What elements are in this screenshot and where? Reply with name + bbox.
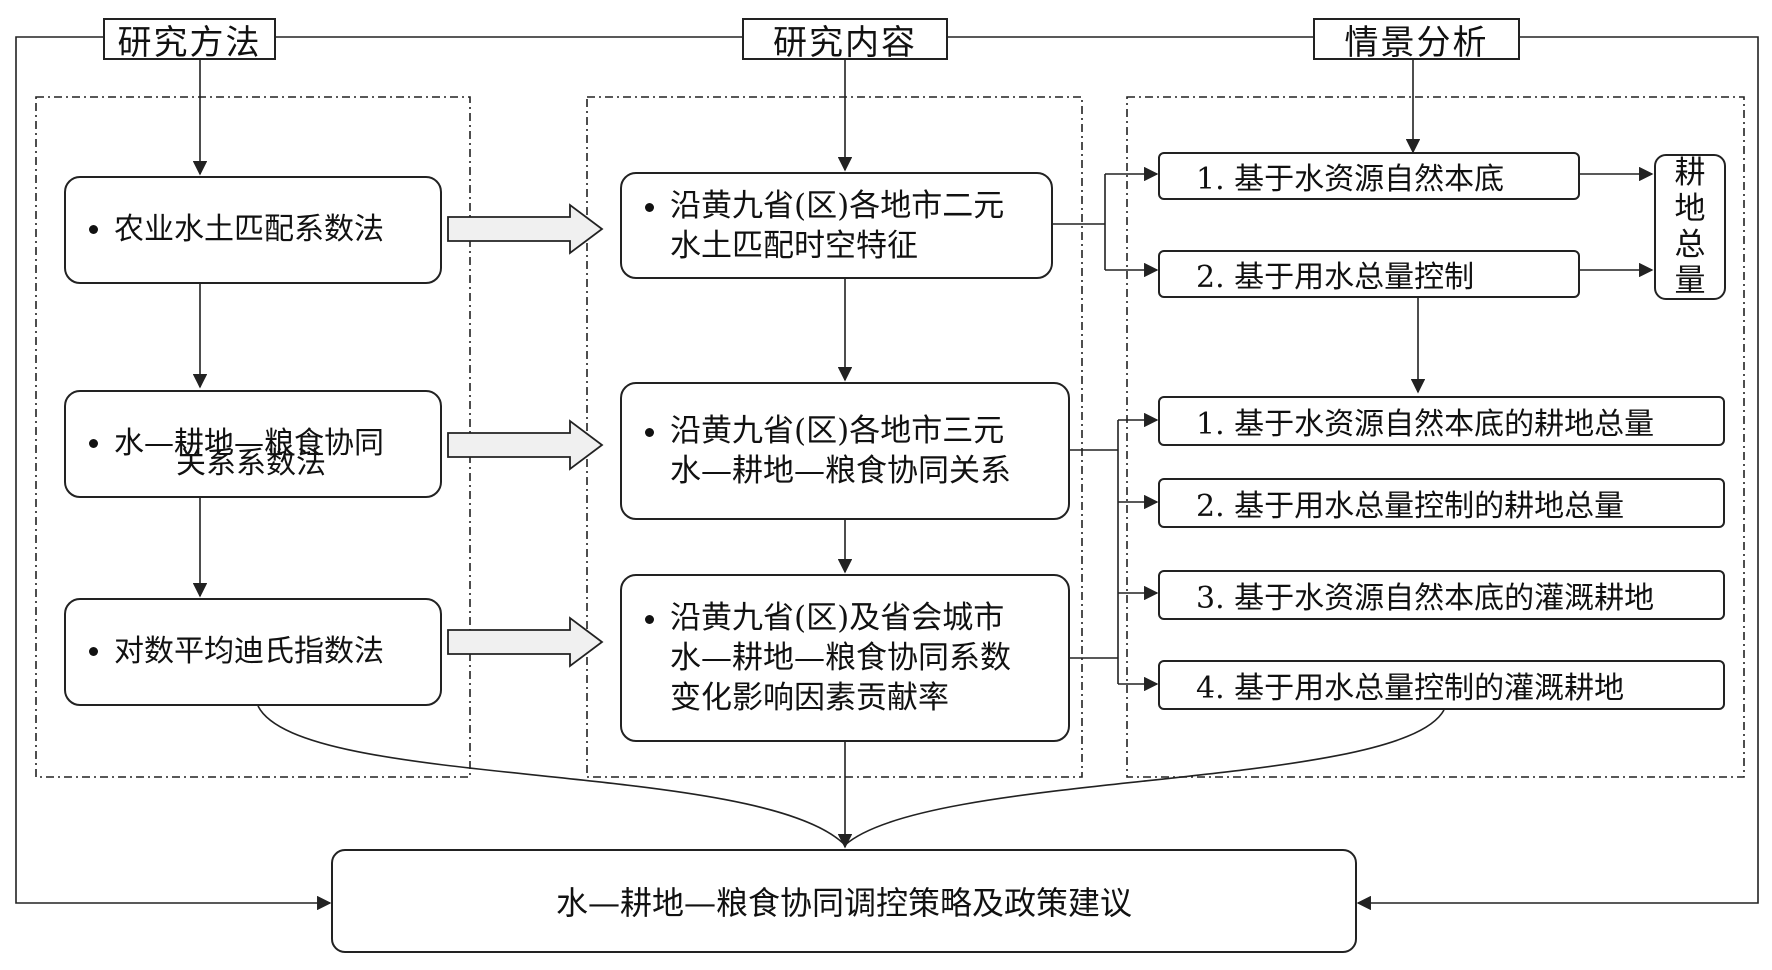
method-1-line: 农业水土匹配系数法 bbox=[114, 210, 384, 250]
right-loop-line bbox=[1356, 36, 1759, 911]
content-2-line-1: 沿黄九省(区)各地市三元 bbox=[670, 413, 1005, 449]
block-arrow-3 bbox=[447, 616, 604, 668]
scenario-top-2: 2. 基于用水总量控制 bbox=[1158, 250, 1580, 298]
scenario-bottom-1: 1. 基于水资源自然本底的耕地总量 bbox=[1158, 396, 1725, 446]
content-3-line-1: 沿黄九省(区)及省会城市 bbox=[670, 600, 1005, 636]
scenario-bottom-4: 4. 基于用水总量控制的灌溉耕地 bbox=[1158, 660, 1725, 710]
method-box-1: 农业水土匹配系数法 bbox=[64, 176, 442, 284]
cultivated-total-char-3: 总 bbox=[1674, 227, 1706, 263]
cultivated-total-char-4: 量 bbox=[1674, 263, 1706, 299]
block-arrow-2 bbox=[447, 419, 604, 471]
method-box-3: 对数平均迪氏指数法 bbox=[64, 598, 442, 706]
curve-scenario4-to-final bbox=[844, 709, 1445, 846]
method-2-line-1: 水—耕地—粮食协同 bbox=[114, 424, 384, 464]
cultivated-total-char-2: 地 bbox=[1674, 191, 1706, 227]
content-1-line-1: 沿黄九省(区)各地市二元 bbox=[670, 187, 1005, 224]
header-methods: 研究方法 bbox=[103, 18, 276, 63]
cultivated-total-char-1: 耕 bbox=[1674, 155, 1706, 191]
method-box-2: 水—耕地—粮食协同 bbox=[64, 390, 442, 498]
method-3-line: 对数平均迪氏指数法 bbox=[114, 632, 384, 672]
scenario-bottom-2: 2. 基于用水总量控制的耕地总量 bbox=[1158, 478, 1725, 528]
scenario-bottom-3: 3. 基于水资源自然本底的灌溉耕地 bbox=[1158, 570, 1725, 620]
cultivated-total-box: 耕 地 总 量 bbox=[1654, 154, 1726, 300]
scenarios-group-frame bbox=[1126, 96, 1745, 778]
header-contents: 研究内容 bbox=[742, 18, 948, 63]
header-scenarios: 情景分析 bbox=[1313, 18, 1520, 63]
content-3-line-3: 变化影响因素贡献率 bbox=[670, 680, 949, 716]
final-box: 水—耕地—粮食协同调控策略及政策建议 bbox=[331, 849, 1357, 953]
block-arrow-1 bbox=[447, 203, 604, 255]
left-loop-line bbox=[15, 36, 332, 911]
scenario-top-1: 1. 基于水资源自然本底 bbox=[1158, 152, 1580, 200]
method-2-line-2: 关系系数法 bbox=[176, 446, 326, 481]
content-3-line-2: 水—耕地—粮食协同系数 bbox=[670, 640, 1011, 676]
curve-method3-to-final bbox=[257, 705, 846, 846]
content-2-line-2: 水—耕地—粮食协同关系 bbox=[670, 453, 1011, 489]
content-1-line-2: 水土匹配时空特征 bbox=[670, 227, 918, 264]
